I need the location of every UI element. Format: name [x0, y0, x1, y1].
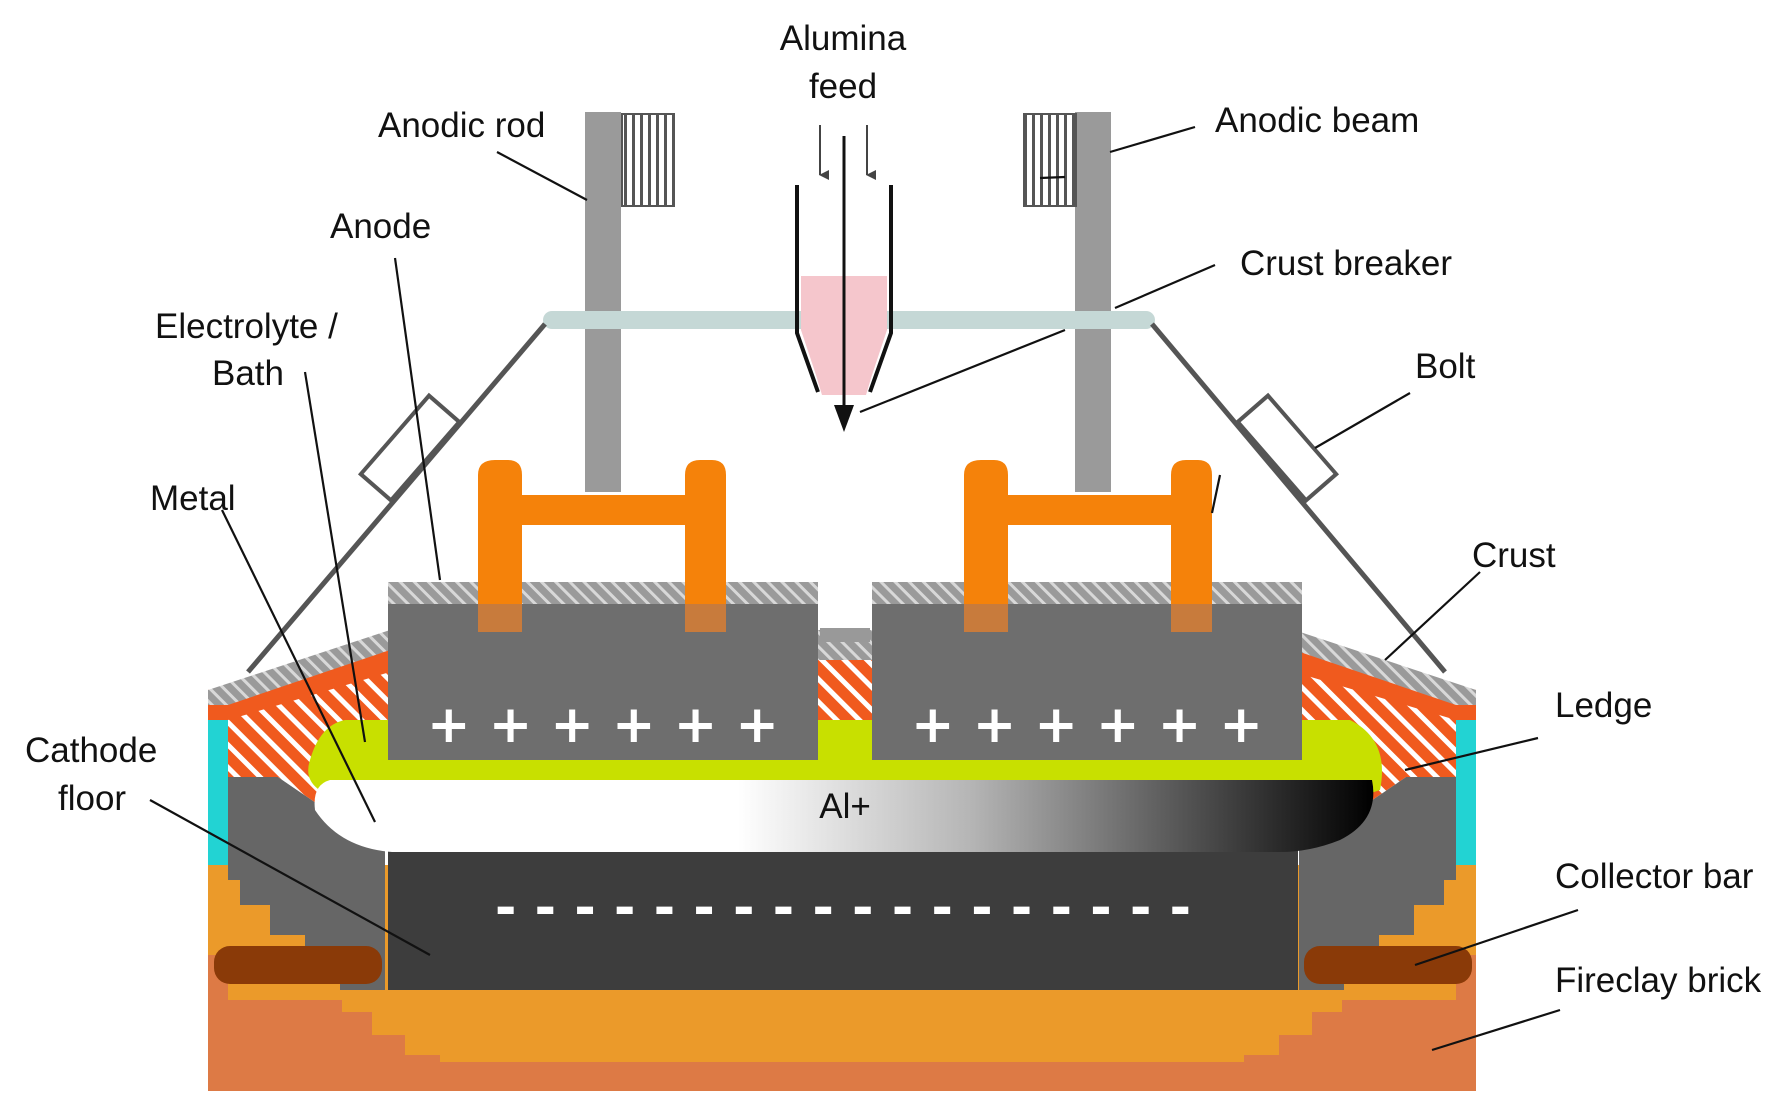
- label-metal: Metal: [150, 479, 236, 518]
- crust-breaker-tip: [834, 405, 854, 432]
- anode-stub-left: [478, 460, 726, 632]
- ledge-top-left: [208, 650, 390, 720]
- label-crust: Crust: [1472, 536, 1556, 575]
- anodic-beam-left: [621, 113, 675, 207]
- crust-right: [1294, 630, 1476, 705]
- anode-block-left: [388, 582, 818, 760]
- anode-block-left-top: [388, 582, 818, 604]
- cathode-signs: - - - - - - - - - - - - - - - - - -: [495, 878, 1191, 938]
- ledge-top-right: [1294, 650, 1476, 720]
- collector-bar-right: [1304, 946, 1472, 984]
- anode-left-signs: + + + + + +: [427, 695, 779, 755]
- label-crust-breaker: Crust breaker: [1240, 244, 1452, 283]
- ledge-center: [818, 658, 872, 720]
- anode-right-signs: + + + + + +: [911, 695, 1263, 755]
- label-ledge: Ledge: [1555, 686, 1652, 725]
- anodic-rod-right: [1075, 112, 1111, 492]
- metal-pad: [314, 780, 1374, 852]
- side-insulation-right: [1456, 720, 1476, 865]
- label-electrolyte: Electrolyte /: [155, 307, 338, 346]
- label-anode: Anode: [330, 207, 431, 246]
- label-collector-bar: Collector bar: [1555, 857, 1754, 896]
- label-electrolyte-2: Bath: [212, 354, 284, 393]
- label-anodic-beam: Anodic beam: [1215, 101, 1419, 140]
- anode-stub-left-embed: [478, 604, 522, 632]
- label-fireclay-brick: Fireclay brick: [1555, 961, 1762, 1000]
- label-aluminium-ion: Al+: [819, 787, 871, 826]
- fireclay-outer-bottom: [208, 1062, 1476, 1091]
- anode-stub-right: [964, 460, 1212, 632]
- anodic-rod-left: [585, 112, 621, 492]
- side-insulation-left: [208, 720, 228, 865]
- anode-gap-top: [820, 628, 870, 642]
- leader-lines: [149, 125, 1579, 1052]
- anodic-beam-right: [1023, 113, 1077, 207]
- label-alumina-feed: Alumina: [780, 19, 907, 58]
- cathode-floor: [388, 850, 1298, 990]
- label-alumina-feed-2: feed: [809, 67, 877, 106]
- anode-stub-left-embed-2: [685, 604, 726, 632]
- label-bolt: Bolt: [1415, 347, 1476, 386]
- collector-bar-left: [214, 946, 382, 984]
- label-cathode-floor-2: floor: [58, 779, 126, 818]
- support-arm-right: [1150, 322, 1447, 674]
- support-arm-left: [246, 322, 547, 674]
- anode-stub-right-embed-2: [1171, 604, 1212, 632]
- label-cathode-floor: Cathode: [25, 731, 157, 770]
- anode-stub-right-embed: [964, 604, 1008, 632]
- anode-block-right: [872, 582, 1302, 760]
- bolt-right: [1234, 392, 1340, 504]
- alumina-hopper-walls: [795, 185, 893, 393]
- bolt-left: [357, 392, 463, 504]
- anode-block-right-top: [872, 582, 1302, 604]
- label-anodic-rod: Anodic rod: [378, 106, 545, 145]
